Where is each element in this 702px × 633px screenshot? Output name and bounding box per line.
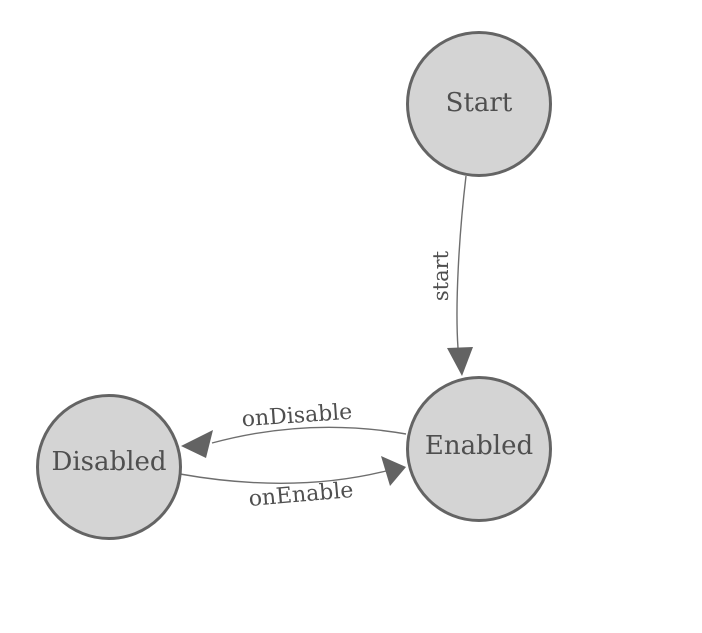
edge-label-start: start (429, 250, 453, 301)
arrowhead-start-icon (447, 347, 473, 376)
state-node-disabled-circle[interactable] (36, 394, 182, 540)
edge-onenable[interactable]: onEnable (179, 456, 406, 512)
edge-ondisable-path[interactable] (211, 426, 407, 444)
state-node-start-circle[interactable] (406, 31, 552, 177)
state-node-enabled-circle[interactable] (406, 376, 552, 522)
edge-onenable-path[interactable] (179, 470, 387, 485)
state-node-start-label: Start (446, 88, 513, 118)
state-node-enabled[interactable]: Enabled (406, 376, 552, 522)
state-node-disabled-label: Disabled (52, 447, 167, 477)
state-node-enabled-label: Enabled (425, 431, 533, 461)
edge-start[interactable]: start (429, 175, 473, 376)
edge-ondisable[interactable]: onDisable (181, 400, 407, 458)
state-node-disabled[interactable]: Disabled (36, 394, 182, 540)
arrowhead-ondisable-icon (181, 430, 213, 458)
arrowhead-onenable-icon (381, 456, 406, 486)
state-node-start[interactable]: Start (406, 31, 552, 177)
edge-start-path[interactable] (456, 175, 467, 349)
